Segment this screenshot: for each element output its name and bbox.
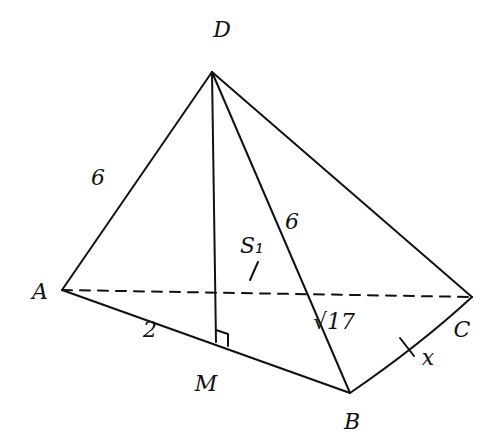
tick-mark	[400, 338, 414, 356]
tick-mark	[250, 262, 258, 280]
dimension-label: 6	[91, 167, 105, 189]
edge-bc	[350, 297, 472, 393]
edge-db	[212, 72, 350, 393]
dimension-label: √17	[313, 311, 355, 333]
vertex-label: A	[32, 281, 48, 303]
dimension-label: x	[422, 347, 434, 369]
dimension-label: 6	[285, 211, 299, 233]
edge-da	[62, 72, 212, 290]
vertex-label: B	[344, 411, 360, 433]
dimension-label: 2	[143, 319, 157, 341]
altitude-dm	[212, 72, 216, 342]
vertex-label: D	[213, 19, 231, 41]
point-label: M	[195, 373, 218, 395]
edge-ac-hidden	[62, 290, 472, 297]
edge-dc	[212, 72, 472, 297]
vertex-label: C	[454, 319, 471, 341]
area-label: S₁	[240, 235, 264, 257]
right-angle-mark	[216, 330, 228, 346]
